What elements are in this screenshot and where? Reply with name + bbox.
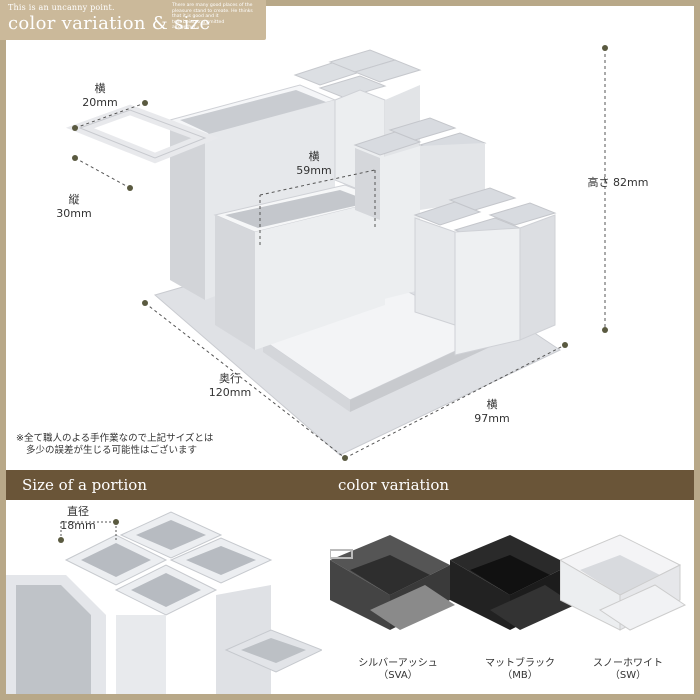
product-main-image: [65, 48, 606, 459]
dimension-marker: [72, 155, 78, 161]
depth-label: 奥行 120mm: [200, 372, 260, 400]
header-note-line: that it is good and it: [172, 14, 219, 19]
size-disclaimer: ※全て職人のよる手作業なので上記サイズとは 多少の誤差が生じる可能性はございます: [16, 433, 213, 457]
dim-value: 20mm: [82, 96, 118, 109]
variation-section-title: color variation: [322, 470, 694, 500]
dim-value: 18mm: [60, 519, 96, 532]
dim-value: 120mm: [208, 386, 252, 399]
dimension-marker: [562, 342, 568, 348]
dim-caption: 横: [308, 150, 320, 163]
header-small-text: This is an uncanny point.: [8, 3, 115, 12]
portion-section-title: Size of a portion: [6, 470, 322, 500]
dim-caption: 縦: [68, 193, 80, 206]
dim-caption: 直径: [67, 505, 89, 518]
header-tag: This is an uncanny point. color variatio…: [0, 0, 266, 40]
dim-value: 59mm: [296, 164, 332, 177]
variation-silver-ash-image: [330, 535, 455, 630]
header-title: color variation & size: [8, 13, 211, 34]
header-note-line: altogether.: [172, 25, 197, 30]
diameter-label: 直径 18mm: [56, 505, 100, 533]
variation-name: マットブラック: [485, 658, 555, 669]
handle-depth-label: 縦 30mm: [52, 193, 96, 221]
variation-code: （SVA）: [378, 670, 418, 681]
variation-label-matte-black: マットブラック （MB）: [470, 658, 570, 682]
dimension-marker: [602, 327, 608, 333]
dimension-marker: [127, 185, 133, 191]
width-label: 横 97mm: [470, 398, 514, 426]
disclaimer-line: 多少の誤差が生じる可能性はございます: [26, 445, 198, 456]
header-note: There are many good places of the pleasu…: [172, 3, 260, 31]
handle-width-label: 横 20mm: [80, 82, 120, 110]
dimension-marker: [142, 300, 148, 306]
header-note-line: pleasure stand to create. He thinks: [172, 8, 253, 14]
variation-label-silver-ash: シルバーアッシュ （SVA）: [343, 658, 453, 682]
dim-value: 97mm: [474, 412, 510, 425]
dim-caption: 奥行: [219, 372, 241, 385]
variation-name: スノーホワイト: [593, 658, 663, 669]
variation-matte-black-image: [450, 535, 575, 630]
dimension-marker: [342, 455, 348, 461]
dimension-marker: [72, 125, 78, 131]
variation-code: （SW）: [609, 670, 647, 681]
dimension-marker: [142, 100, 148, 106]
variation-label-snow-white: スノーホワイト （SW）: [578, 658, 678, 682]
height-label: 高さ 82mm: [587, 176, 649, 189]
variation-snow-white-image: [560, 534, 687, 631]
dim-caption: 横: [486, 398, 498, 411]
dim-caption: 横: [94, 82, 106, 95]
disclaimer-line: ※全て職人のよる手作業なので上記サイズとは: [16, 433, 214, 444]
compartment-width-label: 横 59mm: [292, 150, 336, 178]
dim-value: 30mm: [56, 207, 92, 220]
variation-name: シルバーアッシュ: [358, 658, 438, 669]
portion-closeup-image: [6, 500, 322, 694]
header-note-line: There are many good places of the: [172, 3, 253, 8]
variation-code: （MB）: [502, 670, 538, 681]
header-note-line: tells being transmitted: [172, 19, 225, 25]
dimension-marker: [602, 45, 608, 51]
